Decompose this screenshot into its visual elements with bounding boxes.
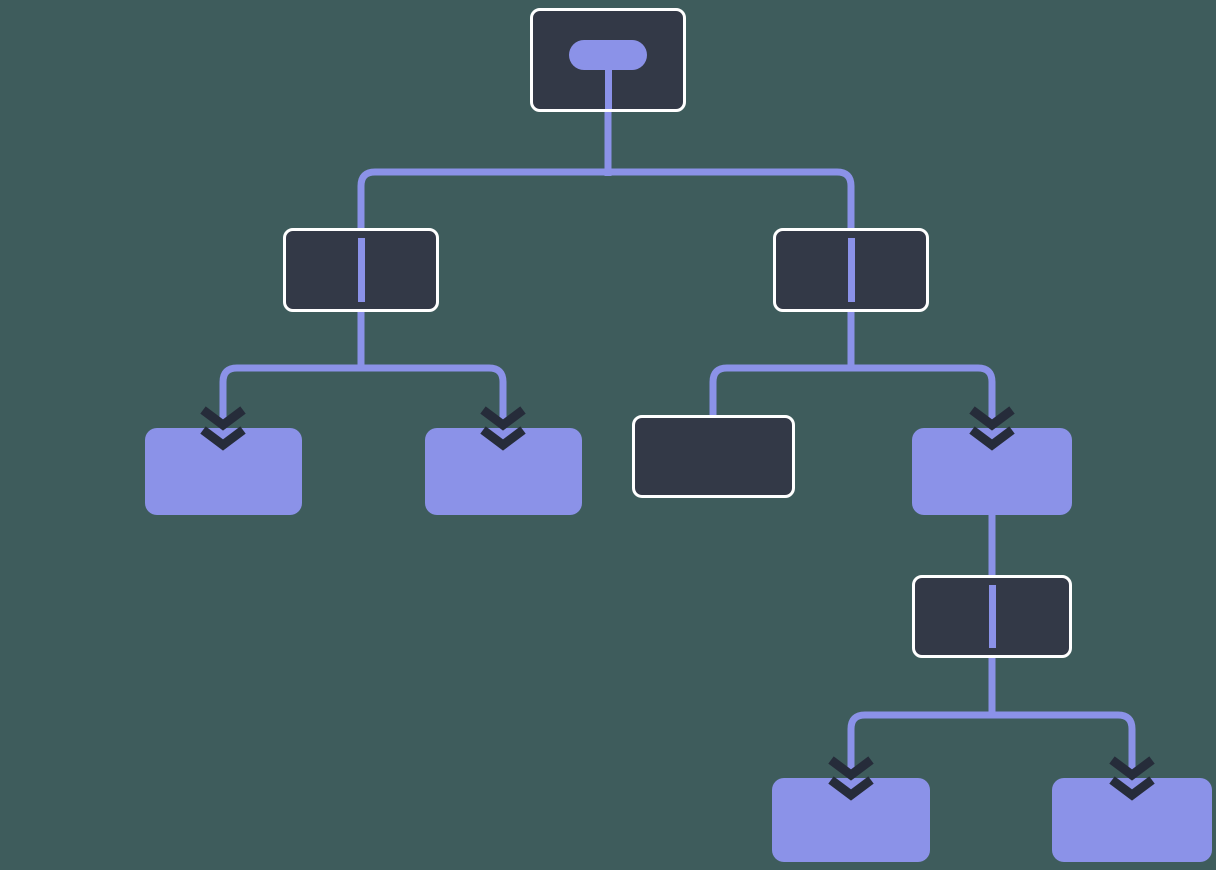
mid-purple-node[interactable] <box>912 428 1072 515</box>
edge-branch-right-to-mid-dark <box>709 364 851 418</box>
leaf-node-d[interactable] <box>1052 778 1212 862</box>
root-stem-line <box>604 63 612 109</box>
leaf-node-b[interactable] <box>425 428 582 515</box>
mid-dark-node[interactable] <box>632 415 795 498</box>
edge-branch-lower-to-leaf-d <box>992 711 1136 776</box>
edge-branch-left-to-leaf-b <box>361 364 507 426</box>
leaf-node-a[interactable] <box>145 428 302 515</box>
vertical-line <box>357 238 365 302</box>
edge-branch-lower-to-leaf-c <box>847 711 992 776</box>
branch-node-lower[interactable] <box>912 575 1072 658</box>
leaf-node-c[interactable] <box>772 778 930 862</box>
branch-node-right[interactable] <box>773 228 929 312</box>
edge-branch-left-to-leaf-a <box>219 364 361 426</box>
vertical-line <box>988 585 996 648</box>
branch-node-left[interactable] <box>283 228 439 312</box>
root-node[interactable] <box>530 8 686 112</box>
vertical-line <box>847 238 855 302</box>
edge-branch-right-to-mid-purple <box>851 364 996 426</box>
edge-root-to-branch-left <box>357 168 608 230</box>
edge-root-to-branch-right <box>608 168 855 230</box>
